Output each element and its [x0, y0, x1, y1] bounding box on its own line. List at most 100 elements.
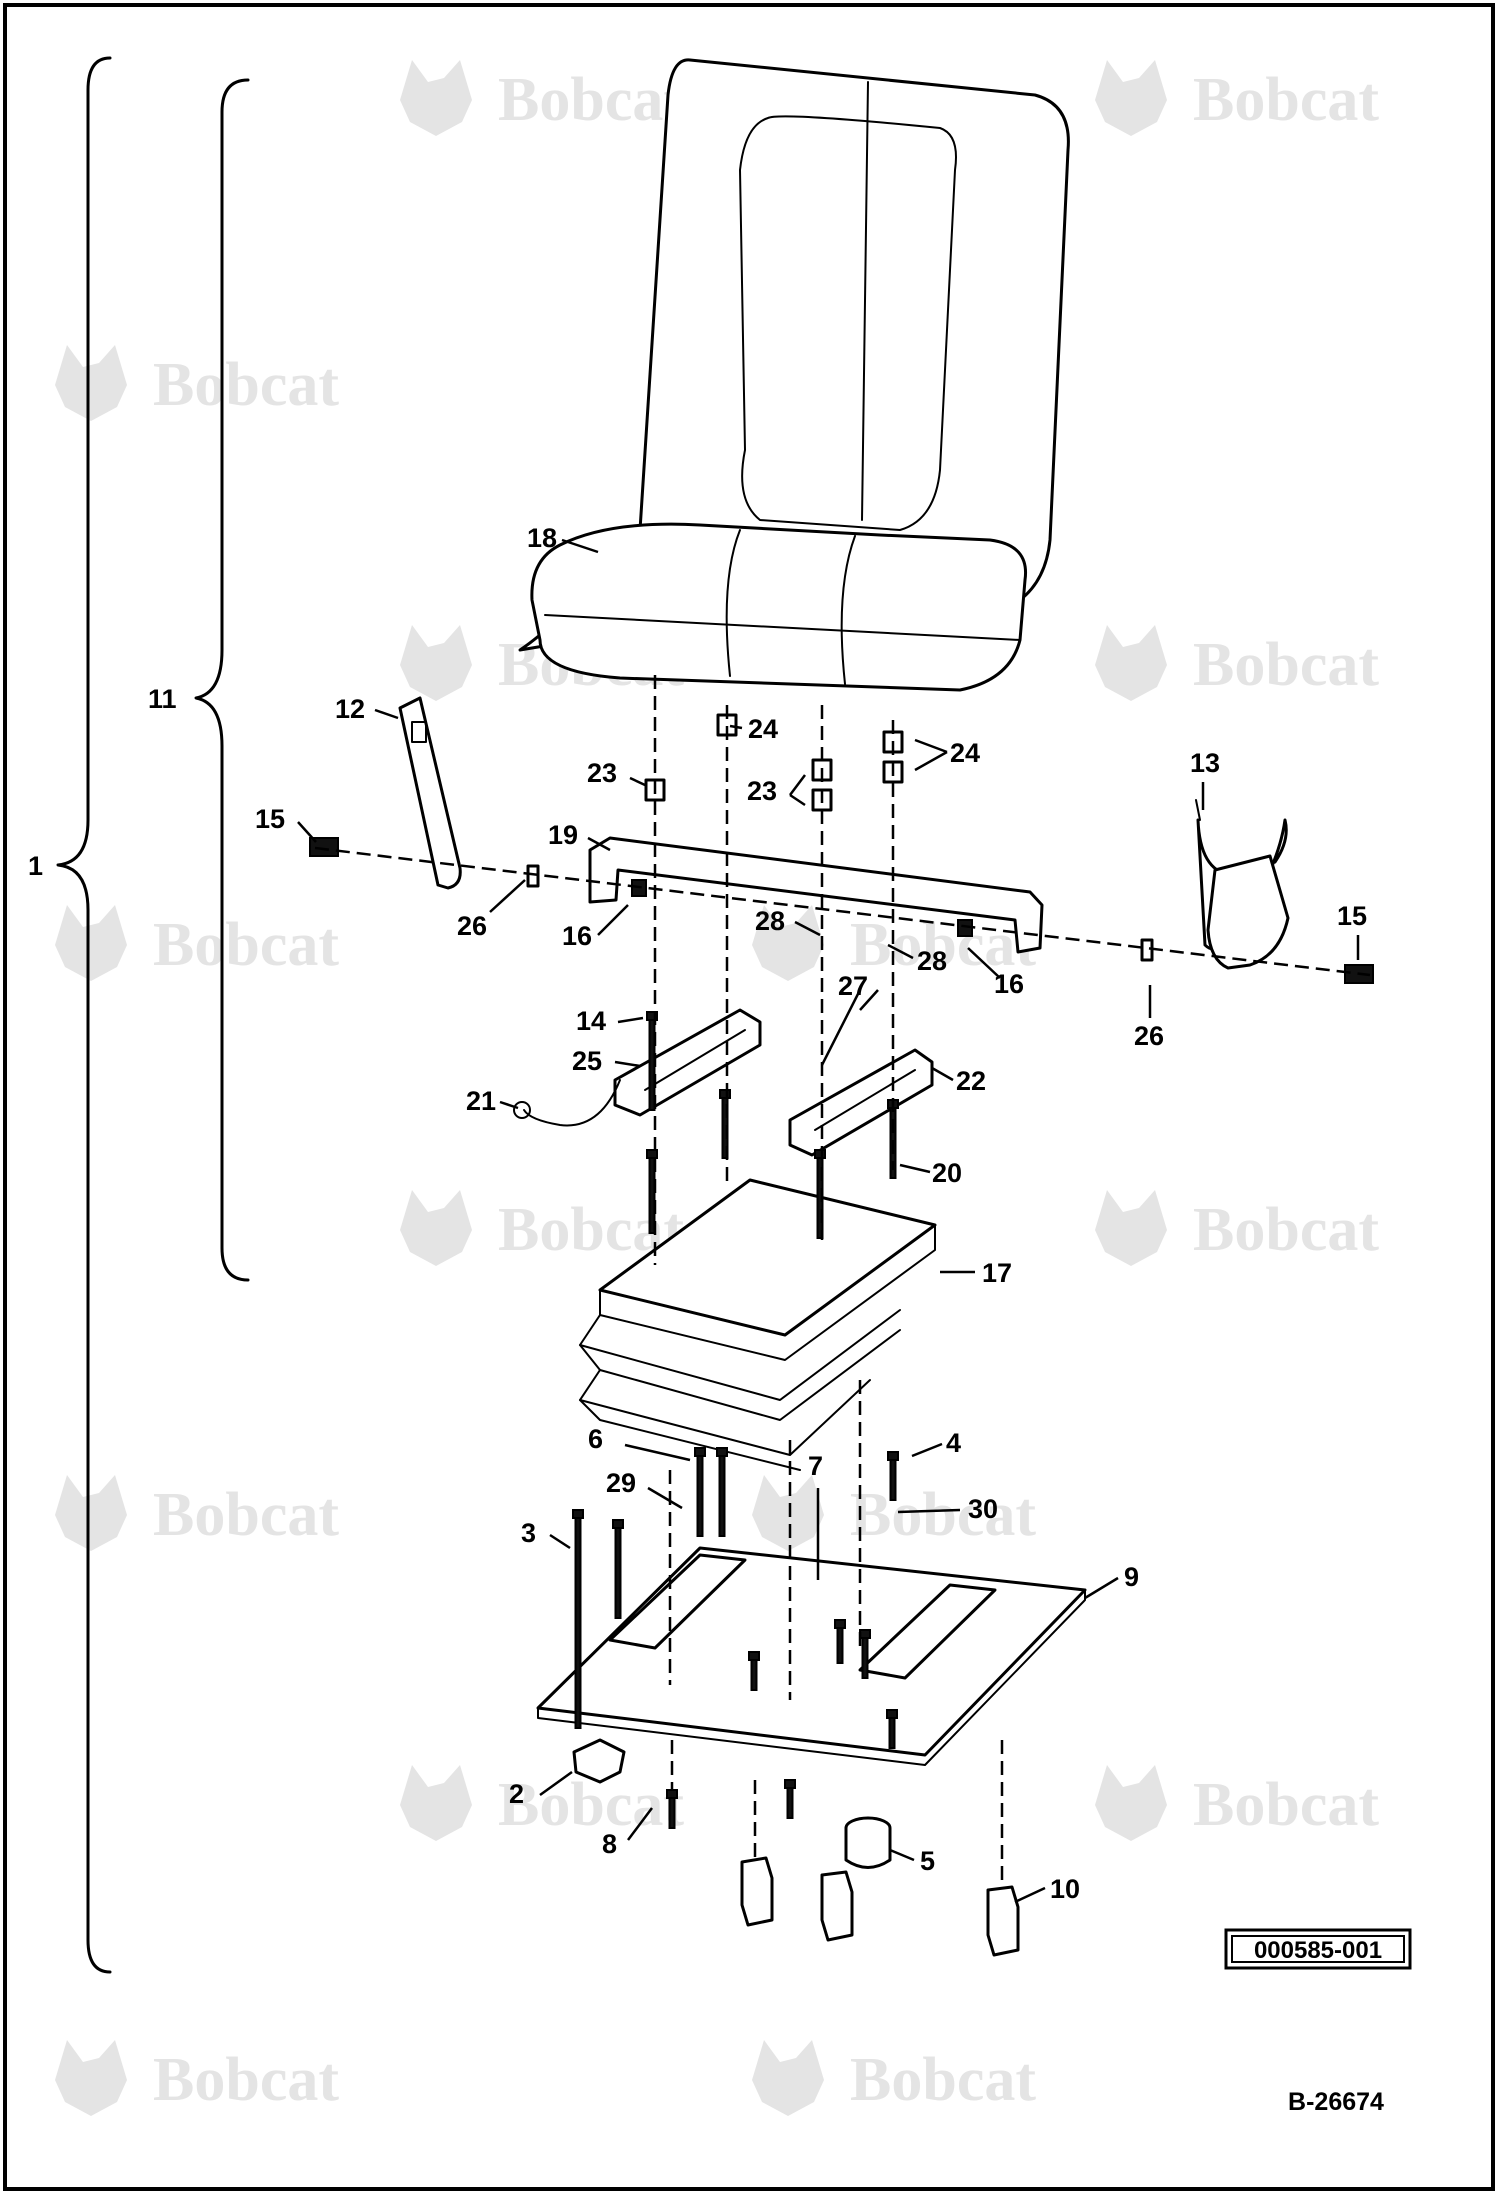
bobcat-logo-icon [400, 1190, 472, 1266]
callout-leader-line [647, 1486, 683, 1510]
watermark-logo: Bobcat [752, 1475, 1036, 1551]
callout-leader-line [911, 1442, 943, 1458]
callout-leader-line [1084, 1576, 1119, 1600]
base-bolt-shank [786, 1787, 794, 1819]
callout-19: 19 [548, 820, 611, 852]
callout-23: 23 [587, 758, 646, 788]
watermark-brand-text: Bobcat [153, 2046, 339, 2114]
callout-20: 20 [899, 1158, 962, 1188]
callout-leader-line [887, 943, 914, 960]
callout-number: 7 [808, 1451, 823, 1481]
callout-number: 2 [509, 1779, 524, 1809]
watermark-brand-text: Bobcat [850, 2046, 1036, 2114]
callout-26: 26 [1134, 985, 1164, 1051]
callout-leader-line [624, 1443, 691, 1462]
callout-number: 14 [576, 1006, 606, 1036]
callout-16: 16 [967, 947, 1024, 999]
base-bolt-head [886, 1709, 898, 1719]
base-bolt-head [572, 1509, 584, 1519]
base-stud-head [859, 1629, 871, 1639]
left-seat-slide-rail-part [613, 1008, 762, 1117]
figure-number: B-26674 [1288, 2088, 1384, 2116]
callout-leader-line [374, 708, 399, 720]
callout-number: 15 [255, 804, 285, 834]
callout-number: 8 [602, 1829, 617, 1859]
base-bolt-head [666, 1789, 678, 1799]
watermark-brand-text: Bobcat [1193, 1196, 1379, 1264]
bobcat-logo-icon [55, 1475, 127, 1551]
callout-leader-line [1014, 1886, 1046, 1904]
watermark-logo: Bobcat [752, 905, 1036, 981]
callout-18: 18 [527, 523, 599, 554]
callout-28: 28 [887, 943, 947, 976]
callout-number: 18 [527, 523, 557, 553]
callout-3: 3 [521, 1518, 571, 1550]
callout-leader-line [561, 538, 599, 554]
assembly-label-1: 1 [28, 851, 43, 881]
assembly-bracket-11 [194, 78, 250, 1282]
callout-leader-line [297, 821, 317, 843]
watermark-logo: Bobcat [752, 2040, 1036, 2116]
callout-number: 10 [1050, 1874, 1080, 1904]
callout-12: 12 [335, 694, 399, 724]
watermark-brand-text: Bobcat [1193, 1771, 1379, 1839]
watermark-logo: Bobcat [400, 1190, 684, 1266]
callout-15: 15 [1337, 901, 1367, 960]
bobcat-logo-icon [400, 625, 472, 701]
watermark-brand-text: Bobcat [153, 911, 339, 979]
callout-number: 23 [747, 776, 777, 806]
rail-stud-shank [648, 1157, 656, 1234]
watermark-brand-text: Bobcat [153, 351, 339, 419]
reference-code: 000585-001 [1254, 1937, 1382, 1964]
callout-28: 28 [755, 906, 821, 937]
seat-base-plate-part [536, 1546, 1087, 1766]
side-bolt-left [309, 837, 339, 857]
bobcat-logo-icon [1095, 625, 1167, 701]
callout-leader-line [499, 1100, 519, 1110]
callout-number: 16 [562, 921, 592, 951]
right-seat-slide-rail-part [788, 1048, 934, 1157]
callout-17: 17 [940, 1258, 1012, 1288]
mount-bracket-part [572, 1738, 626, 1784]
seat-harness-wire-part [513, 1079, 621, 1127]
left-seat-belt-part [398, 696, 462, 890]
callout-number: 28 [917, 946, 947, 976]
callout-22: 22 [931, 1066, 986, 1096]
seat-suspension-bellows-part [579, 1178, 937, 1471]
callout-6: 6 [588, 1424, 691, 1462]
callout-leader-line [931, 1066, 954, 1082]
bobcat-logo-icon [55, 345, 127, 421]
bobcat-logo-icon [1095, 60, 1167, 136]
base-bolt-shank [668, 1797, 676, 1829]
watermark-logo: Bobcat [400, 1765, 684, 1841]
bobcat-logo-icon [1095, 1765, 1167, 1841]
callout-14: 14 [576, 1006, 644, 1036]
watermark-brand-text: Bobcat [850, 911, 1036, 979]
base-stud-shank [836, 1627, 844, 1664]
reference-code-box: 000585-001 [1224, 1928, 1412, 1970]
bobcat-logo-icon [1095, 1190, 1167, 1266]
callout-leader-line [967, 947, 1001, 979]
watermark-brand-text: Bobcat [153, 1481, 339, 1549]
callout-leader-line [627, 1807, 653, 1841]
mounting-bolts-part [740, 1856, 1020, 1957]
callout-number: 22 [956, 1066, 986, 1096]
callout-leader-line [597, 904, 629, 936]
watermark-brand-text: Bobcat [498, 1771, 684, 1839]
watermark-brand-text: Bobcat [850, 1481, 1036, 1549]
watermark-brand-text: Bobcat [1193, 66, 1379, 134]
bobcat-logo-icon [55, 905, 127, 981]
base-bolt-head [784, 1779, 796, 1789]
callout-leader-line [549, 1533, 571, 1550]
callout-number: 26 [457, 911, 487, 941]
callout-leader-line [617, 1016, 644, 1024]
bobcat-logo-icon [752, 1475, 824, 1551]
bobcat-logo-icon [752, 2040, 824, 2116]
base-bolt-head [716, 1447, 728, 1457]
isolator-mount-part [844, 1816, 892, 1869]
watermark-brand-text: Bobcat [1193, 631, 1379, 699]
callout-leader-line [539, 1770, 573, 1797]
watermark-logo: Bobcat [1095, 1765, 1379, 1841]
